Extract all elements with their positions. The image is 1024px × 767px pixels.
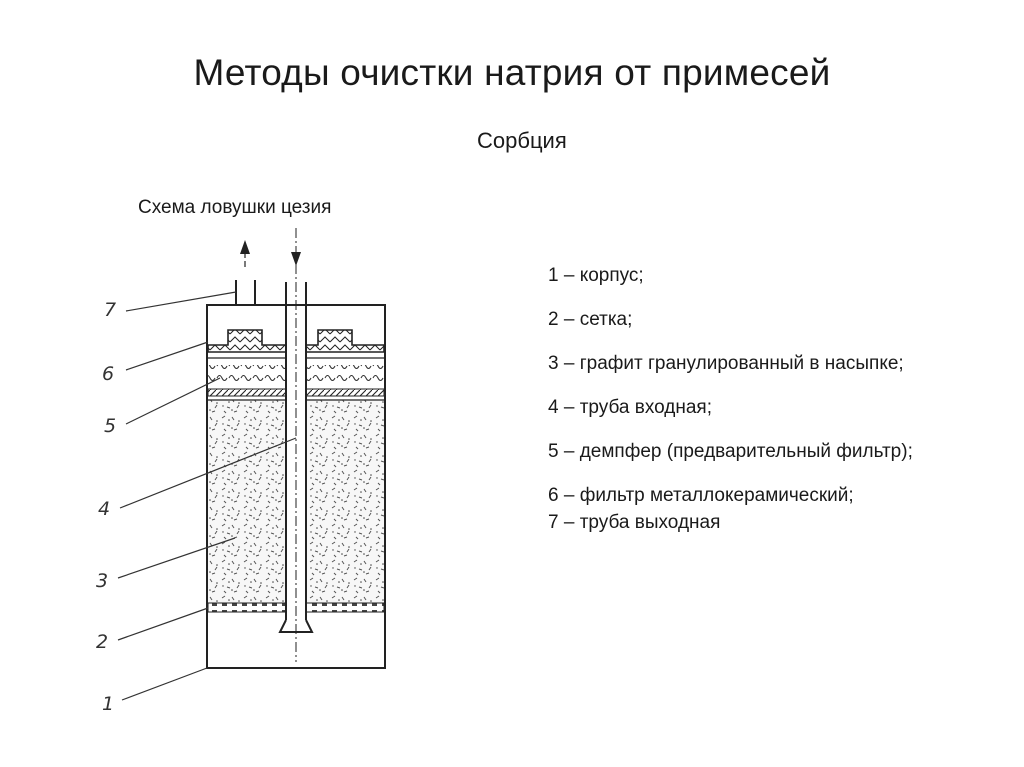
legend-list: 1 – корпус; 2 – сетка; 3 – графит гранул… <box>548 262 968 553</box>
legend-item: 7 – труба выходная <box>548 512 721 533</box>
callout-5: 5 <box>104 415 116 437</box>
legend-item: 1 – корпус; <box>548 265 644 286</box>
legend-item: 2 – сетка; <box>548 309 633 330</box>
slide-subtitle: Сорбция <box>477 128 567 153</box>
figure-caption: Схема ловушки цезия <box>138 197 332 218</box>
legend-item: 4 – труба входная; <box>548 397 712 418</box>
callout-6: 6 <box>102 363 114 385</box>
graphite-bed <box>208 399 384 603</box>
inlet-pipe <box>278 228 314 662</box>
metal-ceramic-filter <box>207 329 385 359</box>
callout-4: 4 <box>98 498 110 520</box>
legend-item: 6 – фильтр металлокерамический; <box>548 485 854 506</box>
slide-title: Методы очистки натрия от примесей <box>193 52 831 93</box>
callout-leaders <box>117 291 297 701</box>
callout-2: 2 <box>96 631 108 653</box>
callout-3: 3 <box>96 570 108 592</box>
callout-7: 7 <box>104 299 116 321</box>
damper-prefilter <box>207 365 385 397</box>
legend-item: 5 – демпфер (предварительный фильтр); <box>548 441 913 462</box>
outlet-pipe <box>235 240 256 305</box>
legend-item: 3 – графит гранулированный в насыпке; <box>548 353 904 374</box>
callout-1: 1 <box>102 693 114 715</box>
